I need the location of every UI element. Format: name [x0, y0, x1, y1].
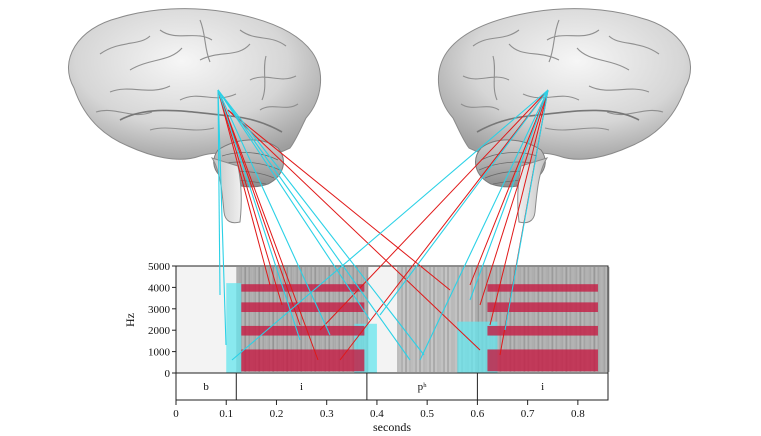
- x-tick-label: 0.1: [219, 408, 233, 420]
- x-tick-label: 0.7: [521, 408, 535, 420]
- formant-band: [487, 284, 598, 292]
- red-link-line: [227, 109, 451, 291]
- y-axis-title: Hz: [123, 313, 137, 327]
- brain-right-illustration: [437, 7, 692, 224]
- cyan-link-line: [504, 89, 549, 331]
- segment-tier: b i pʰ i: [175, 372, 609, 401]
- y-tick-label: 4000: [148, 282, 171, 294]
- cyan-link-line: [217, 89, 425, 356]
- transition-region: [226, 283, 242, 373]
- formant-band: [487, 325, 598, 336]
- y-tick-label: 3000: [148, 304, 171, 316]
- x-axis: 0 0.1 0.2 0.3 0.4 0.5 0.6 0.7 0.8 seconds: [173, 399, 608, 434]
- red-link-line: [489, 89, 549, 326]
- red-link-line: [217, 89, 301, 326]
- cyan-link-line: [217, 89, 227, 346]
- red-link-line: [217, 89, 283, 306]
- x-axis-title: seconds: [373, 420, 411, 434]
- segment-label: b: [203, 381, 209, 393]
- segment-label: i: [300, 381, 303, 393]
- formant-band: [241, 325, 365, 336]
- red-link-line: [227, 109, 481, 351]
- segment-tier-frame: [175, 372, 609, 401]
- x-tick-label: 0: [173, 408, 179, 420]
- y-tick-label: 0: [165, 368, 171, 380]
- cyan-link-line: [217, 89, 411, 361]
- formant-band-highlights: [241, 284, 598, 372]
- x-tick-label: 0.5: [420, 408, 434, 420]
- formant-band: [487, 349, 598, 372]
- segment-label: pʰ: [418, 381, 428, 393]
- formant-band: [241, 284, 365, 292]
- red-link-line: [217, 89, 319, 361]
- formant-band: [241, 349, 365, 372]
- segment-label: i: [541, 381, 544, 393]
- x-tick-label: 0.6: [471, 408, 485, 420]
- x-tick-label: 0.8: [571, 408, 585, 420]
- red-link-line: [479, 89, 549, 306]
- red-link-line: [339, 89, 549, 361]
- brain-left-illustration: [67, 7, 322, 224]
- brain-to-spectrogram-links: [217, 89, 549, 361]
- y-tick-label: 5000: [148, 261, 171, 273]
- cyan-link-line: [217, 89, 371, 321]
- x-tick-label: 0.4: [370, 408, 384, 420]
- cyan-link-line: [379, 89, 549, 316]
- red-link-line: [319, 89, 549, 331]
- y-tick-label: 2000: [148, 325, 171, 337]
- cyan-link-line: [217, 89, 221, 296]
- cyan-link-line: [217, 89, 301, 341]
- red-link-line: [217, 89, 271, 286]
- cyan-link-line: [217, 89, 331, 336]
- cyan-link-line: [419, 89, 549, 361]
- spectrogram-panel: [175, 265, 610, 374]
- x-tick-label: 0.3: [320, 408, 334, 420]
- formant-band: [241, 302, 365, 313]
- y-axis: 0 1000 2000 3000 4000 5000 Hz: [123, 261, 176, 380]
- red-link-line: [469, 89, 549, 286]
- x-tick-label: 0.2: [270, 408, 284, 420]
- formant-band: [487, 302, 598, 313]
- cyan-link-line: [231, 89, 549, 361]
- y-tick-label: 1000: [148, 347, 171, 359]
- cyan-link-line: [469, 89, 549, 301]
